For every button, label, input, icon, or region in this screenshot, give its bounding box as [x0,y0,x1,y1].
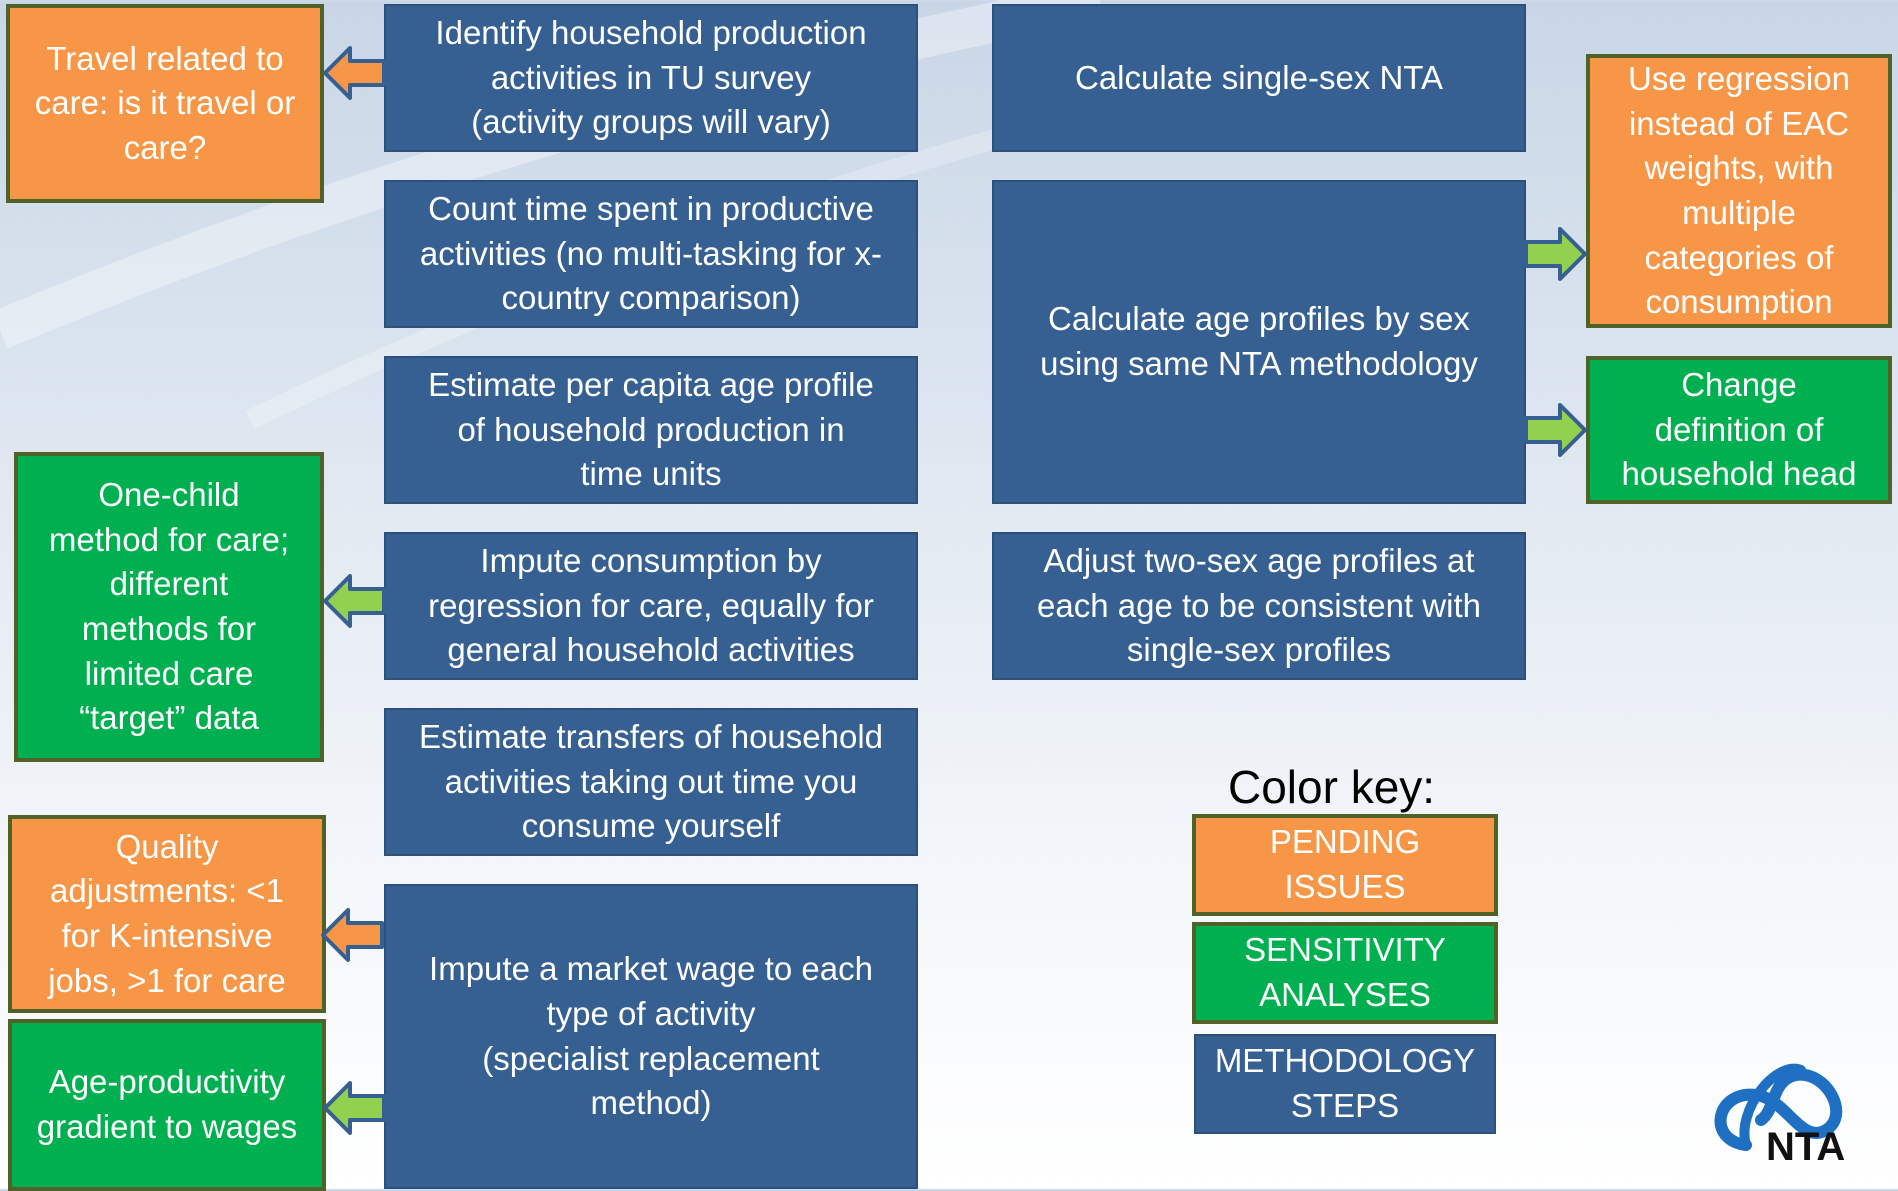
step-single-sex-nta: Calculate single-sex NTA [992,4,1526,152]
step-count-time: Count time spent in productive activitie… [384,180,918,328]
key-pending-issues: PENDING ISSUES [1192,814,1498,916]
pending-issue-regression: Use regression instead of EAC weights, w… [1586,54,1892,328]
color-key-title: Color key: [1228,761,1436,813]
sensitivity-analysis-one-child: One-child method for care; different met… [14,452,324,762]
nta-logo-icon: NTA [1714,1063,1845,1169]
step-impute-wage: Impute a market wage to each type of act… [384,884,918,1189]
arrow-left-green-icon [323,1081,386,1135]
key-methodology-steps: METHODOLOGY STEPS [1194,1034,1496,1134]
arrow-left-orange-icon [321,908,384,962]
step-impute-consumption: Impute consumption by regression for car… [384,532,918,680]
step-adjust-two-sex: Adjust two-sex age profiles at each age … [992,532,1526,680]
step-identify-activities: Identify household production activities… [384,4,918,152]
step-age-profiles-by-sex: Calculate age profiles by sex using same… [992,180,1526,504]
svg-text:NTA: NTA [1766,1125,1845,1165]
pending-issue-quality: Quality adjustments: <1 for K-intensive … [8,815,326,1013]
key-sensitivity-analyses: SENSITIVITY ANALYSES [1192,922,1498,1024]
arrow-left-orange-icon [323,46,386,100]
arrow-left-green-icon [323,574,386,628]
sensitivity-analysis-age-productivity: Age-productivity gradient to wages [8,1019,326,1191]
nta-logo: NTA [1706,1050,1866,1169]
step-estimate-transfers: Estimate transfers of household activiti… [384,708,918,856]
sensitivity-analysis-household-head: Change definition of household head [1586,356,1892,504]
arrow-right-green-icon [1524,403,1587,457]
step-estimate-per-capita: Estimate per capita age profile of house… [384,356,918,504]
arrow-right-green-icon [1524,227,1587,281]
pending-issue-travel: Travel related to care: is it travel or … [6,4,324,203]
